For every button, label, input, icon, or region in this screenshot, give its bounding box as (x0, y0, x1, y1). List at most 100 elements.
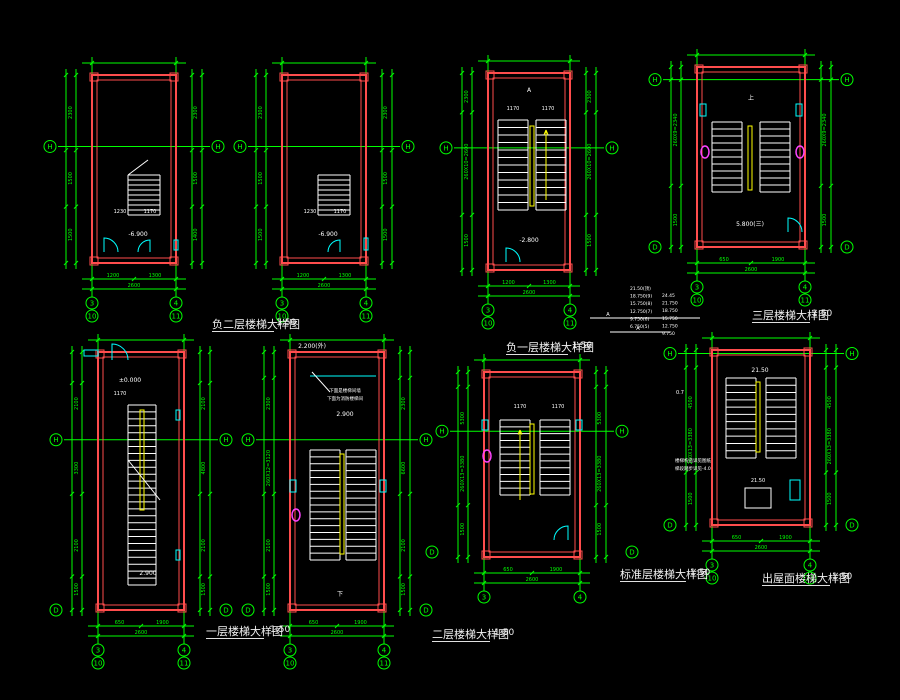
level-table-left-entry: 6.750(5) (630, 324, 650, 330)
dimension-tick (197, 380, 203, 386)
grid-bubble-10-label: 10 (484, 320, 493, 328)
dim-text-bottom: 1300 (149, 273, 162, 279)
dimension-tick (63, 260, 69, 266)
dimension-tick (828, 64, 834, 70)
grid-bubble-4-label: 4 (382, 647, 387, 655)
grid-bubble-H-left (43, 139, 57, 153)
grid-bubble-4-label: 4 (174, 300, 179, 308)
dim-text-left: 1500 (68, 172, 74, 185)
dim-text-bottom-total: 2600 (745, 267, 758, 273)
column (169, 256, 179, 266)
hatch-mark-f3-left (700, 145, 710, 159)
scale-f3-plan: 1:50 (812, 309, 833, 319)
dimension-tick (529, 570, 535, 576)
dimension-tick (818, 64, 824, 70)
grid-bubble-4 (803, 558, 817, 572)
column (177, 603, 187, 613)
grid-bubble-10-label: 10 (708, 575, 717, 583)
dim-text-left: 260X13=3380 (460, 456, 466, 492)
dim-text-left: 1500 (688, 492, 694, 505)
title-b1-underline (506, 354, 568, 355)
dimension-tick (207, 491, 213, 497)
grid-bubble-H-left-label: H (53, 436, 58, 444)
dimension-tick (459, 212, 465, 218)
note-f2-1: 下面是楼梯间墙 (329, 387, 361, 394)
leader-line (311, 371, 331, 393)
grid-bubble-11 (377, 656, 391, 670)
grid-bubble-D-left-label: D (652, 244, 657, 252)
dim-text-bottom: 1300 (339, 273, 352, 279)
dimension-tick (197, 574, 203, 579)
dimension-tick (79, 574, 85, 579)
grid-bubble-11 (563, 316, 577, 330)
grid-bubble-4 (563, 303, 577, 317)
dimension-tick (828, 183, 834, 189)
wall-detail-std (481, 419, 489, 431)
grid-bubble-D-left (648, 240, 662, 254)
dimension-tick (73, 260, 79, 266)
grid-bubble-H-right (605, 141, 619, 155)
column (694, 240, 704, 250)
level-mark-f1: ±0.000 (119, 377, 141, 384)
level-table-left-entry: 15.750(8) (630, 301, 652, 307)
column (709, 518, 719, 528)
grid-bubble-11-label: 11 (172, 313, 181, 321)
grid-bubble-3-label: 3 (288, 647, 292, 655)
wall-detail-f2 (289, 479, 297, 493)
dim-text-bottom: 650 (503, 567, 513, 573)
grid-bubble-H-left (648, 73, 662, 87)
column (803, 347, 813, 357)
wall-inner (716, 354, 806, 521)
level-mark-b2-copy: -6.900 (318, 231, 338, 238)
dimension-tick (321, 276, 327, 282)
column (563, 263, 573, 273)
wall-detail-f1 (175, 409, 181, 421)
dimension-tick (138, 623, 144, 629)
column (169, 72, 179, 82)
dim-text-left: 2100 (266, 539, 272, 552)
dim-text-left: 2300 (68, 106, 74, 119)
dimension-tick (603, 554, 609, 560)
dim-text-bottom: 1900 (156, 620, 169, 626)
wall-inner (488, 376, 576, 553)
dimension-tick (603, 502, 609, 508)
dimension-tick (823, 470, 829, 475)
dimension-tick (693, 347, 699, 353)
column (177, 349, 187, 359)
dim-text-left: 1500 (258, 228, 264, 241)
dimension-tick (593, 267, 599, 273)
scale-roof-plan: 1:50 (832, 572, 853, 582)
grid-bubble-11-label: 11 (801, 297, 810, 305)
scale-f2-plan: 1:50 (494, 628, 515, 638)
level-table-entry: 18.750 (662, 308, 678, 314)
dim-text-right: 4500 (827, 396, 833, 409)
door-swing-b2-2 (137, 239, 151, 253)
dim-text-bottom: 1900 (354, 620, 367, 626)
grid-bubble-11-label: 11 (362, 313, 371, 321)
dimension-tick (79, 491, 85, 497)
slope-mark-roof: 0.7 (676, 390, 684, 396)
column (798, 240, 808, 250)
dim-text-left: 260X13=3380 (688, 428, 694, 464)
column (481, 369, 491, 379)
column (377, 603, 387, 613)
grid-bubble-H-right-label: H (844, 76, 849, 84)
dim-text-left: 1500 (266, 583, 272, 596)
column (279, 256, 289, 266)
dim-text-bottom: 1200 (107, 273, 120, 279)
level-mark-b1: -2.800 (519, 237, 539, 244)
dimension-tick (833, 522, 839, 528)
dim-text-right: 4800 (201, 462, 207, 475)
dim-text-left: 5300 (460, 412, 466, 425)
grid-bubble-3 (705, 558, 719, 572)
grid-bubble-D-right-std-label: D (629, 549, 634, 557)
grid-bubble-3-label: 3 (96, 647, 100, 655)
dim-text-left: 1500 (68, 228, 74, 241)
dimension-tick (261, 574, 267, 579)
dimension-tick (593, 554, 599, 560)
dimension-tick (189, 204, 195, 209)
level-table-left-entry: 12.750(7) (630, 309, 652, 315)
